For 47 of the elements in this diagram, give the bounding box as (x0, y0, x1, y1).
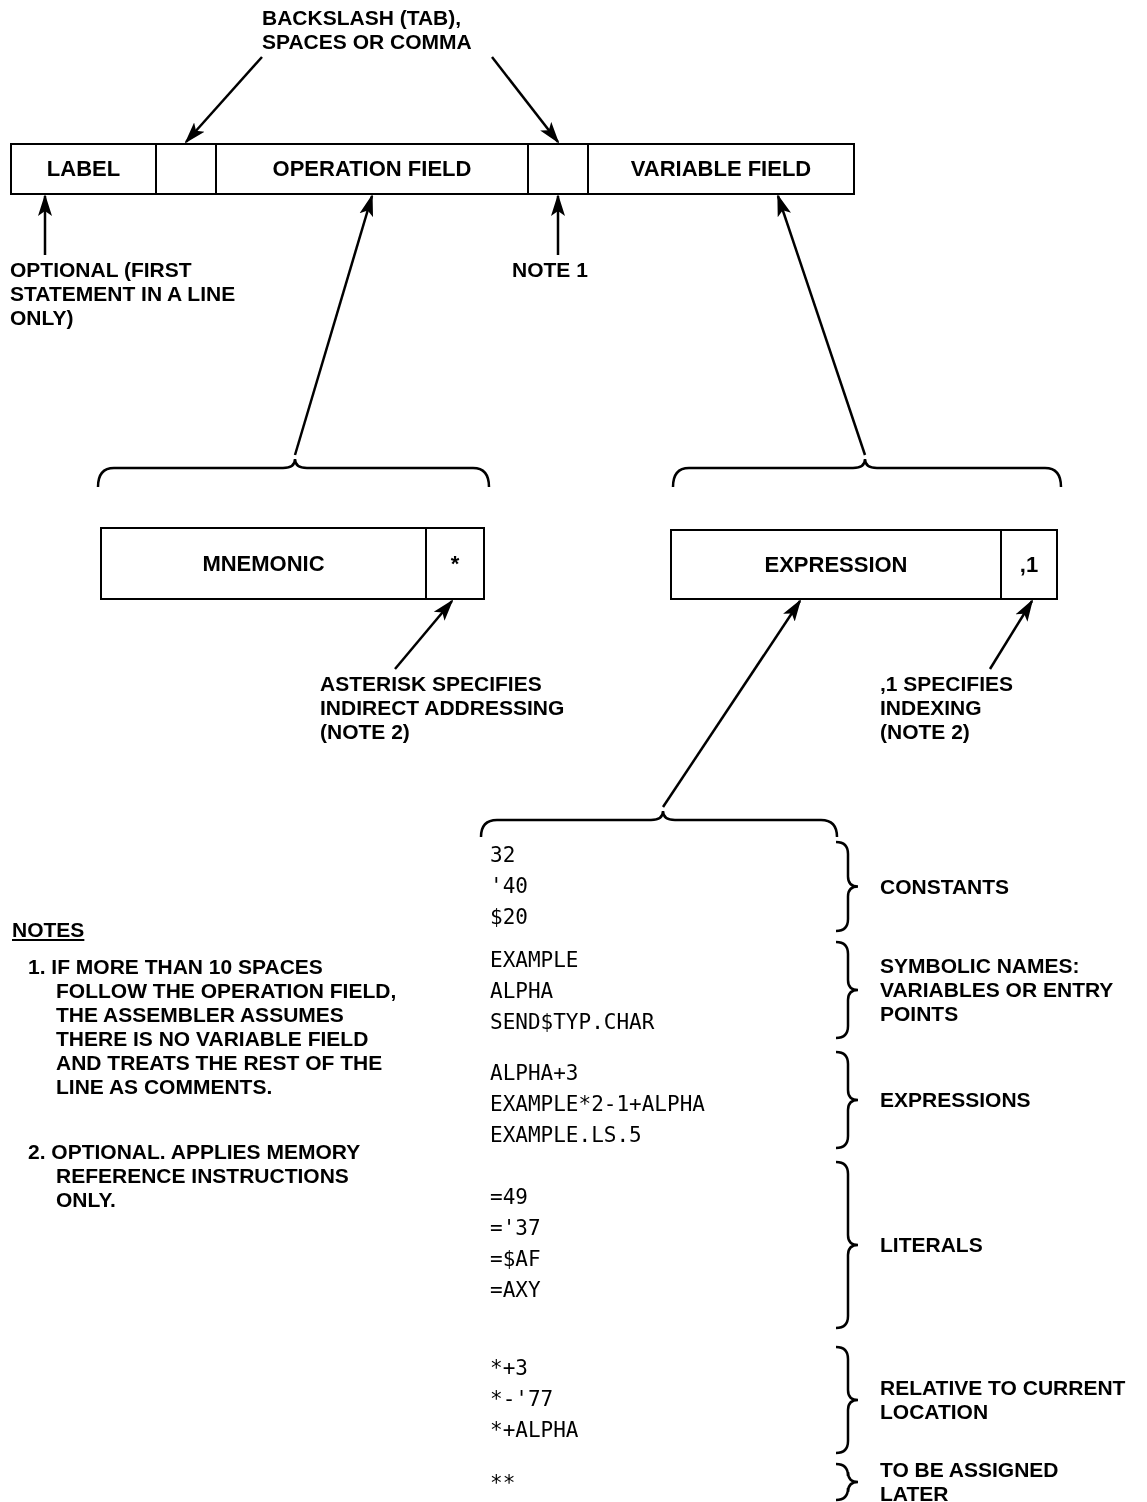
category-label: SYMBOLIC NAMES: VARIABLES OR ENTRY POINTS (880, 954, 1114, 1026)
field-box: ,1 (1000, 529, 1058, 600)
field-box: OPERATION FIELD (215, 143, 529, 195)
code-line: ** (490, 1470, 516, 1497)
code-line: 32 (490, 842, 516, 869)
arrow (394, 599, 454, 670)
annotation-text: ASTERISK SPECIFIES INDIRECT ADDRESSING (NOTE 2) (320, 672, 600, 744)
note-text: 2. OPTIONAL. APPLIES MEMORY REFERENCE INSTRUCTIONS ONLY. (28, 1140, 361, 1212)
field-box: EXPRESSION (670, 529, 1002, 600)
code-line: =49 (490, 1184, 528, 1211)
code-line: EXAMPLE (490, 947, 579, 974)
code-line: *+ALPHA (490, 1417, 579, 1444)
annotation-text: BACKSLASH (TAB), SPACES OR COMMA (262, 6, 492, 54)
code-line: ='37 (490, 1215, 541, 1242)
arrow (38, 194, 52, 255)
field-box: VARIABLE FIELD (587, 143, 855, 195)
note-text: 1. IF MORE THAN 10 SPACES FOLLOW THE OPERATION FIELD, THE ASSEMBLER ASSUMES THERE IS NO VARIABLE FIELD AND TREATS THE REST OF THE LINE AS COMMENTS. (28, 955, 398, 1099)
code-line: EXAMPLE*2-1+ALPHA (490, 1091, 705, 1118)
code-line: $20 (490, 904, 528, 931)
annotation-text: NOTE 1 (512, 258, 622, 282)
category-label: RELATIVE TO CURRENT LOCATION (880, 1376, 1127, 1424)
arrow (661, 599, 802, 808)
category-label: CONSTANTS (880, 874, 1011, 899)
code-line: ALPHA (490, 978, 554, 1005)
code-line: SEND$TYP.CHAR (490, 1009, 655, 1036)
notes-heading: NOTES (12, 918, 85, 942)
code-line: '40 (490, 873, 528, 900)
category-label: LITERALS (880, 1233, 984, 1257)
field-box: MNEMONIC (100, 527, 427, 600)
code-line: *-'77 (490, 1386, 554, 1413)
field-box: * (425, 527, 485, 600)
arrow (491, 56, 560, 144)
arrow (184, 56, 263, 144)
arrow (776, 194, 867, 456)
arrow (293, 194, 374, 456)
code-line: =AXY (490, 1277, 541, 1304)
annotation-text: OPTIONAL (FIRST STATEMENT IN A LINE ONLY) (10, 258, 275, 330)
category-label: TO BE ASSIGNED LATER (880, 1458, 1060, 1502)
annotation-text: ,1 SPECIFIES INDEXING (NOTE 2) (880, 672, 1030, 744)
code-line: *+3 (490, 1355, 528, 1382)
field-box: LABEL (10, 143, 157, 195)
code-line: ALPHA+3 (490, 1060, 579, 1087)
code-line: =$AF (490, 1246, 541, 1273)
arrow (988, 599, 1034, 670)
code-line: EXAMPLE.LS.5 (490, 1122, 642, 1149)
category-label: EXPRESSIONS (880, 1088, 1032, 1112)
arrow (551, 194, 565, 255)
